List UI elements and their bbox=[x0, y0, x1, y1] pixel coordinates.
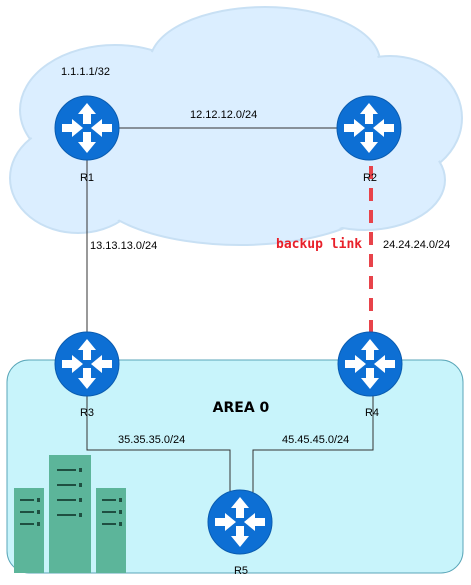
subnet-label-r1-r2: 12.12.12.0/24 bbox=[190, 109, 257, 121]
loopback-label: 1.1.1.1/32 bbox=[61, 66, 110, 78]
router-label-r5: R5 bbox=[234, 565, 248, 577]
subnet-label-r3-r5: 35.35.35.0/24 bbox=[118, 434, 185, 446]
subnet-label-r1-r3: 13.13.13.0/24 bbox=[90, 240, 157, 252]
router-icon bbox=[54, 331, 120, 397]
router-label-r1: R1 bbox=[80, 172, 94, 184]
router-icon bbox=[54, 95, 120, 161]
router-label-r4: R4 bbox=[365, 407, 379, 419]
link-r3-r5 bbox=[86, 364, 231, 522]
server-rack-icon bbox=[14, 455, 126, 573]
cloud bbox=[9, 6, 463, 246]
subnet-label-r2-r4: 24.24.24.0/24 bbox=[383, 239, 450, 251]
router-icon bbox=[337, 331, 403, 397]
subnet-label-r4-r5: 45.45.45.0/24 bbox=[282, 434, 349, 446]
router-icon bbox=[207, 489, 273, 555]
router-icon bbox=[336, 95, 402, 161]
backup-link-label: backup link bbox=[276, 237, 362, 252]
router-label-r2: R2 bbox=[363, 172, 377, 184]
router-label-r3: R3 bbox=[80, 407, 94, 419]
area-label: AREA 0 bbox=[213, 400, 270, 416]
link-r4-r5 bbox=[252, 364, 374, 522]
